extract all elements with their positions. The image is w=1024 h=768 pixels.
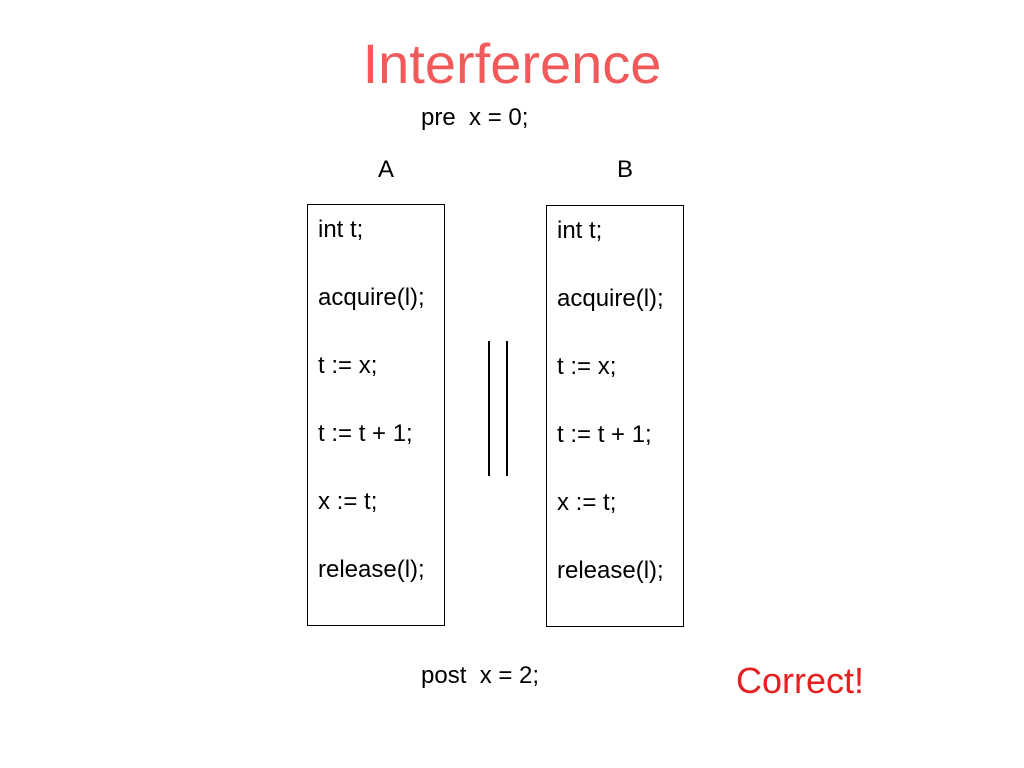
postcondition: post x = 2; — [421, 662, 540, 689]
parallel-bar-left — [488, 341, 490, 476]
thread-b-line-4: t := t + 1; — [557, 421, 652, 448]
thread-a-label: A — [378, 156, 395, 183]
thread-b-label: B — [617, 156, 634, 183]
thread-a-box: int t; acquire(l); t := x; t := t + 1; x… — [307, 204, 445, 626]
precondition: pre x = 0; — [421, 104, 529, 131]
thread-a-line-6: release(l); — [318, 556, 425, 583]
thread-b-line-1: int t; — [557, 217, 603, 244]
thread-b-box: int t; acquire(l); t := x; t := t + 1; x… — [546, 205, 684, 627]
thread-b-line-2: acquire(l); — [557, 285, 664, 312]
thread-b-line-3: t := x; — [557, 353, 617, 380]
thread-a-line-4: t := t + 1; — [318, 420, 413, 447]
thread-b-line-6: release(l); — [557, 557, 664, 584]
slide-title: Interference — [362, 32, 662, 95]
thread-a-line-3: t := x; — [318, 352, 378, 379]
parallel-bar-right — [506, 341, 508, 476]
thread-b-line-5: x := t; — [557, 489, 617, 516]
verdict-label: Correct! — [736, 660, 865, 701]
thread-a-line-1: int t; — [318, 216, 364, 243]
thread-a-line-5: x := t; — [318, 488, 378, 515]
thread-a-line-2: acquire(l); — [318, 284, 425, 311]
